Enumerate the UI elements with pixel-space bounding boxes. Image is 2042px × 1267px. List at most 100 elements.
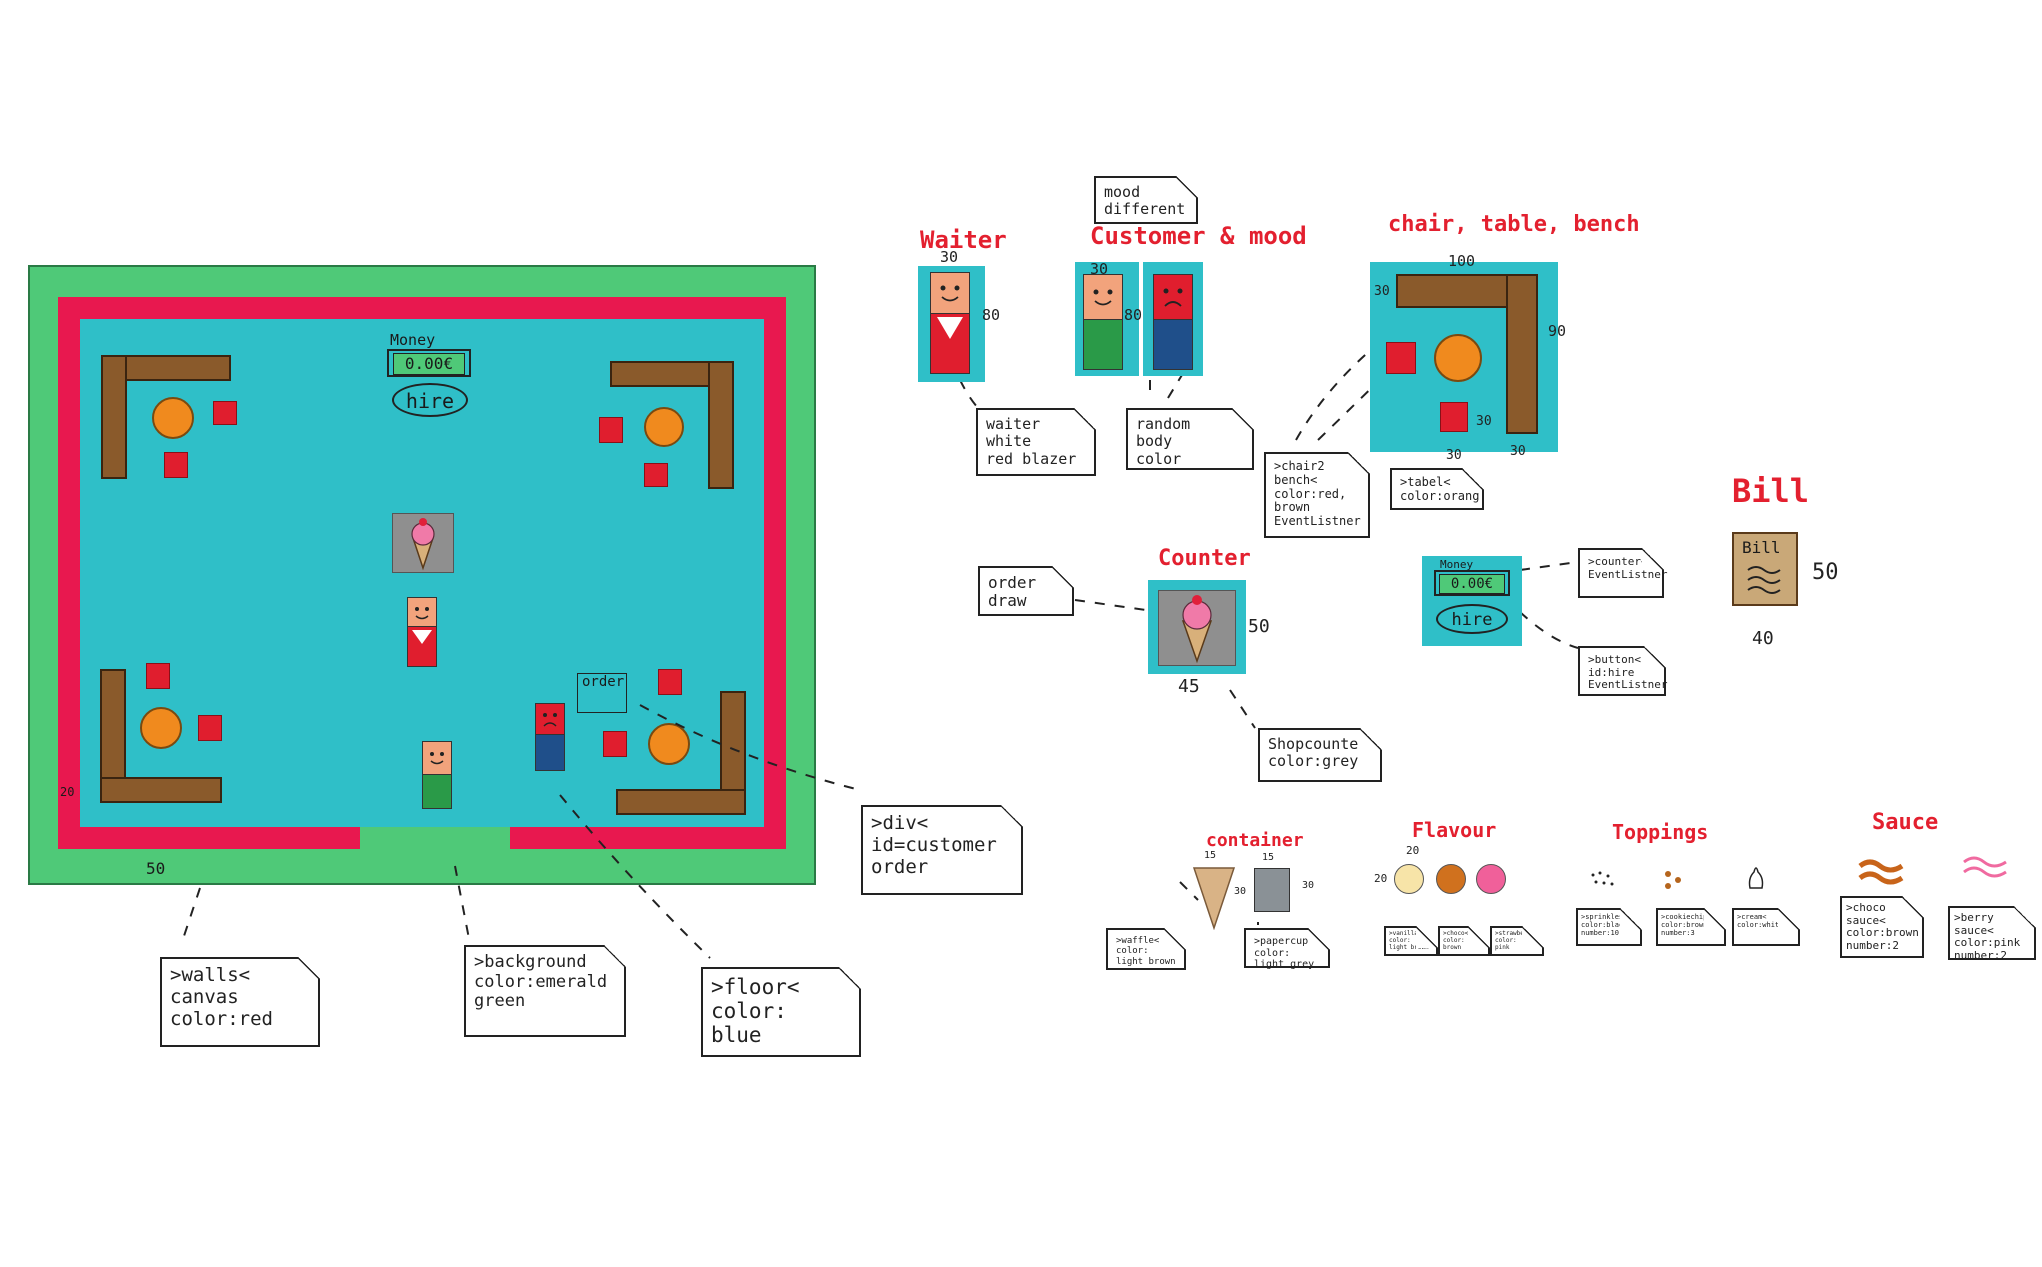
note-flavour3: >strawberry< color: pink — [1490, 926, 1544, 956]
sad-face-icon — [536, 704, 564, 732]
smile-face-icon — [1084, 275, 1122, 317]
note-berry-sauce: >berry sauce< color:pink number:2 — [1948, 906, 2036, 960]
flavour-dim-h: 20 — [1374, 872, 1387, 885]
bench-dim-thick: 30 — [1374, 284, 1390, 299]
waiter-sample-body — [930, 272, 970, 374]
section-title-customer: Customer & mood — [1090, 222, 1307, 250]
note-flavour1: >vanilla< color: light brown — [1384, 926, 1438, 956]
flavour-vanilla-icon — [1394, 864, 1424, 894]
restaurant-canvas: Money 0.00€ hire — [28, 265, 816, 885]
money-display: 0.00€ — [387, 349, 471, 377]
door-gap — [360, 827, 510, 851]
papercup-icon — [1254, 868, 1290, 912]
note-walls: >walls< canvas color:red — [160, 957, 320, 1047]
customer-sad-sample — [1143, 262, 1203, 376]
hire-button[interactable]: hire — [392, 383, 468, 417]
waiter-sample-face — [931, 273, 969, 314]
cream-icon — [1744, 862, 1768, 892]
note-background: >background color:emerald green — [464, 945, 626, 1037]
waiter-dim-h: 80 — [982, 306, 1000, 324]
chair-top-left-a — [213, 401, 237, 425]
note-choco-sauce: >choco sauce< color:brown number:2 — [1840, 896, 1924, 958]
bill-dim-h: 50 — [1812, 560, 1839, 585]
section-title-counter: Counter — [1158, 546, 1251, 571]
waiter-face — [408, 598, 436, 627]
bill-text: Bill — [1742, 538, 1781, 557]
chair-top-right-b — [644, 463, 668, 487]
bow-tie-icon — [931, 315, 969, 345]
note-papercup: >papercup< color: light grey — [1244, 928, 1330, 968]
note-order-draw: order draw — [978, 566, 1074, 616]
bench-top-left-v — [101, 355, 127, 479]
bench-top-right-v — [708, 361, 734, 489]
note-customer-order: >div< id=customer order — [861, 805, 1023, 895]
customer-happy[interactable] — [422, 741, 452, 809]
chair-top-left-b — [164, 452, 188, 478]
cookiechips-icon — [1660, 868, 1690, 892]
section-title-sauce: Sauce — [1872, 810, 1938, 835]
flavour-choco-icon — [1436, 864, 1466, 894]
chair-top-right-a — [599, 417, 623, 443]
note-shop-counter: Shopcounter color:grey — [1258, 728, 1382, 782]
berry-sauce-icon — [1960, 852, 2012, 884]
table-bottom-right — [648, 723, 690, 765]
smile-face-icon — [423, 742, 451, 772]
chair-bottom-left-a — [146, 663, 170, 689]
section-title-flavour: Flavour — [1412, 818, 1496, 842]
section-title-bill: Bill — [1732, 472, 1809, 510]
customer-sad-sample-body — [1153, 274, 1193, 370]
customer-happy-sample-face — [1084, 275, 1122, 320]
ice-cream-icon — [1159, 591, 1235, 665]
money-label: Money — [390, 331, 435, 349]
section-title-container: container — [1206, 830, 1304, 851]
waiter-dim-w: 30 — [940, 248, 958, 266]
smile-face-icon — [931, 273, 969, 311]
flavour-strawberry-icon — [1476, 864, 1506, 894]
bench-dim-bottom: 30 — [1510, 444, 1526, 459]
container-dim-h: 30 — [1234, 886, 1246, 897]
chair-bottom-right-a — [658, 669, 682, 695]
bill-dim-w: 40 — [1752, 628, 1774, 649]
note-floor: >floor< color: blue — [701, 967, 861, 1057]
customer-sad-face — [536, 704, 564, 735]
note-button-hire: >button< id:hire EventListner — [1578, 646, 1666, 696]
note-table: >tabel< color:orang — [1390, 468, 1484, 510]
bench-dim-len: 100 — [1448, 252, 1475, 270]
wall-width-label: 20 — [60, 785, 74, 799]
cone-dim-w: 15 — [1204, 850, 1216, 861]
bow-tie-icon — [408, 628, 436, 648]
customer-dim-h: 80 — [1124, 306, 1142, 324]
table-bottom-left — [140, 707, 182, 749]
chair-dim-size: 30 — [1476, 414, 1492, 429]
furniture-chair-b — [1440, 402, 1468, 432]
note-waffle: >waffle< color: light brown — [1106, 928, 1186, 970]
hire-sample-button[interactable]: hire — [1436, 604, 1508, 634]
table-top-left — [152, 397, 194, 439]
furniture-sample — [1370, 262, 1558, 452]
section-title-waiter: Waiter — [920, 226, 1007, 254]
customer-dim-w: 30 — [1090, 260, 1108, 278]
bill-lines-icon — [1736, 562, 1796, 602]
note-mood: mood different — [1094, 176, 1198, 224]
furniture-bench-v — [1506, 274, 1538, 434]
customer-sad-sample-face — [1154, 275, 1192, 320]
counter-sample — [1148, 580, 1246, 674]
waffle-cone-icon — [1190, 866, 1240, 930]
flavour-dim-d: 20 — [1406, 844, 1419, 857]
cup-dim-w: 15 — [1262, 852, 1274, 863]
chair-dim-w: 30 — [1446, 448, 1462, 463]
section-title-toppings: Toppings — [1612, 820, 1708, 844]
door-width-label: 50 — [146, 859, 165, 878]
counter-dim-w: 45 — [1178, 676, 1200, 697]
section-title-furniture: chair, table, bench — [1388, 212, 1640, 237]
bill-sample: Bill — [1732, 532, 1798, 606]
note-counter-listener: >counter< EventListner — [1578, 548, 1664, 598]
customer-sad[interactable] — [535, 703, 565, 771]
chair-bottom-left-b — [198, 715, 222, 741]
note-waiter: waiter white red blazer — [976, 408, 1096, 476]
money-sample-value: 0.00€ — [1439, 574, 1505, 594]
waiter[interactable] — [407, 597, 437, 667]
smile-face-icon — [408, 598, 436, 626]
sad-face-icon — [1154, 275, 1192, 317]
shop-counter[interactable] — [392, 513, 454, 573]
